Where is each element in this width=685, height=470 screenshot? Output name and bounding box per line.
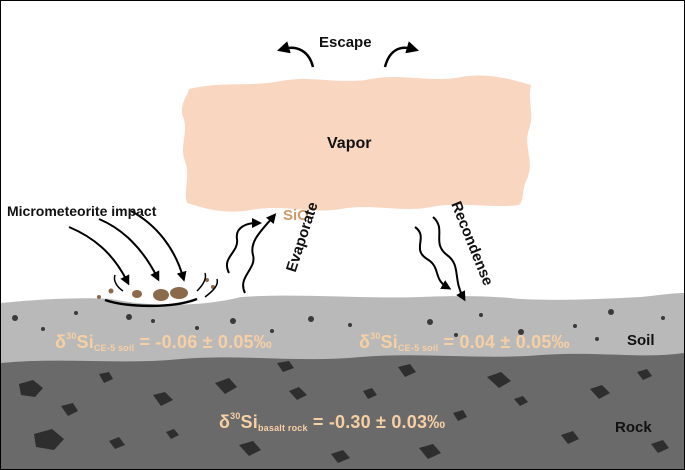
mass-number: 30 [230,411,241,421]
soil-pebbles [12,309,665,341]
vapor-label: Vapor [327,135,372,152]
rock-layer [1,351,684,469]
escape-label: Escape [319,34,372,51]
mass-number: 30 [370,331,381,341]
evaporate-arrows [226,213,277,294]
escape-arrow-right [383,41,420,68]
isotope-value: = -0.06 ± 0.05‰ [139,332,272,352]
sample-subscript: CE-5 soil [397,343,439,353]
sample-subscript: basalt rock [257,423,308,433]
sio-label: SiO [283,207,309,224]
mass-number: 30 [66,331,77,341]
delta-symbol: δ [55,332,67,352]
ejected-fragments [97,278,215,301]
isotope-value: = -0.30 ± 0.03‰ [312,412,446,432]
rock-chunks [19,361,669,463]
impact-crater [104,297,198,308]
delta-symbol: δ [219,412,231,432]
soil-isotope-equation-left: δ30SiCE-5 soil = -0.06 ± 0.05‰ [55,331,272,353]
sample-subscript: CE-5 soil [93,343,135,353]
soil-isotope-equation-right: δ30SiCE-5 soil = 0.04 ± 0.05‰ [359,331,570,353]
vapor-cloud [181,75,532,212]
recondense-arrows [414,216,466,302]
isotope-value: = 0.04 ± 0.05‰ [443,332,570,352]
splash-lines [113,272,219,298]
element-symbol: Si [240,412,258,432]
rock-isotope-equation: δ30Sibasalt rock = -0.30 ± 0.03‰ [219,411,445,433]
element-symbol: Si [380,332,398,352]
impact-arrows [68,210,187,286]
rock-label: Rock [615,419,652,436]
delta-symbol: δ [359,332,371,352]
soil-layer [1,293,684,363]
escape-arrow-left [276,41,315,68]
micrometeorite-impact-label: Micrometeorite impact [7,203,157,219]
soil-label: Soil [627,332,655,349]
element-symbol: Si [76,332,94,352]
